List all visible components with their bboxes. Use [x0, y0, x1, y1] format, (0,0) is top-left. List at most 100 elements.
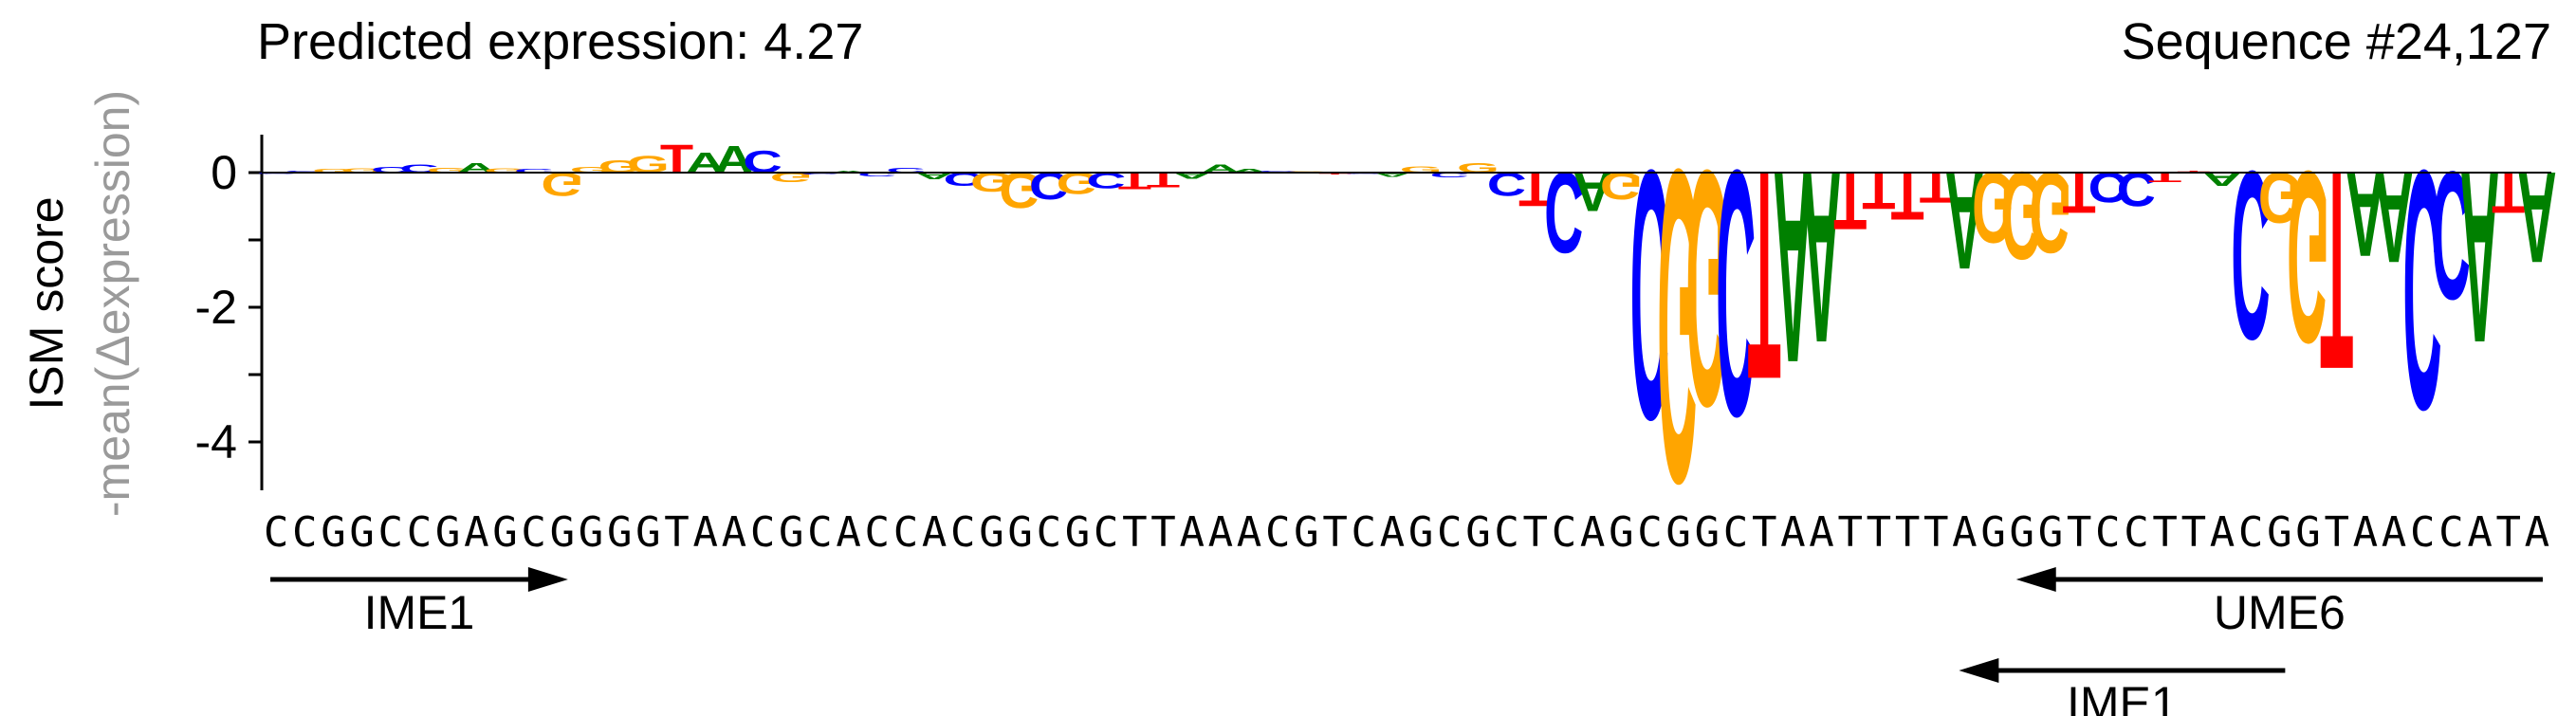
sequence-base: A: [1208, 508, 1234, 557]
sequence-base: G: [1065, 508, 1091, 557]
svg-text:T: T: [2062, 160, 2095, 226]
sequence-base: C: [865, 508, 891, 557]
logo-letter-T: T: [1748, 109, 1781, 443]
sequence-base: A: [922, 508, 948, 557]
svg-text:C: C: [371, 166, 411, 174]
svg-text:G: G: [627, 152, 670, 178]
sequence-base: C: [2410, 508, 2436, 557]
sequence-base: G: [1465, 508, 1491, 557]
logo-letter-G: G: [2258, 156, 2301, 237]
logo-letter-G: G: [427, 167, 469, 174]
sequence-base: G: [635, 508, 661, 557]
svg-text:T: T: [660, 136, 693, 181]
logo-letter-C: C: [1716, 97, 1756, 489]
svg-text:G: G: [2029, 147, 2071, 275]
sequence-base: T: [1150, 508, 1176, 557]
logo-letter-T: T: [1518, 162, 1552, 216]
sequence-base: G: [1609, 508, 1634, 557]
logo-letter-G: G: [340, 168, 383, 174]
svg-text:G: G: [1685, 101, 1728, 477]
y-tick-label: 0: [211, 146, 237, 199]
motif-arrowhead: [2015, 567, 2056, 592]
svg-text:A: A: [1573, 160, 1612, 223]
svg-text:C: C: [1716, 97, 1756, 489]
svg-text:A: A: [2374, 144, 2414, 288]
svg-text:C: C: [800, 172, 840, 174]
logo-letter-A: A: [914, 171, 954, 182]
logo-letter-G: G: [484, 168, 526, 174]
svg-text:G: G: [1400, 165, 1443, 174]
svg-text:C: C: [1487, 165, 1527, 202]
logo-letter-C: C: [1630, 97, 1670, 494]
logo-letter-C: C: [2432, 133, 2472, 337]
logo-letter-G: G: [1685, 101, 1728, 477]
sequence-base: C: [1037, 508, 1062, 557]
svg-text:T: T: [2177, 170, 2210, 173]
svg-text:A: A: [714, 138, 754, 181]
svg-text:G: G: [570, 166, 613, 174]
logo-letter-G: G: [1600, 164, 1643, 208]
logo-letter-G: G: [2029, 147, 2071, 275]
sequence-base: A: [1780, 508, 1806, 557]
svg-text:C: C: [285, 170, 324, 173]
sequence-base: G: [2267, 508, 2292, 557]
logo-letter-C: C: [1086, 168, 1126, 193]
sequence-base: C: [2124, 508, 2149, 557]
logo-letter-G: G: [2000, 145, 2043, 285]
logo-letter-T: T: [1890, 158, 1923, 234]
sequence-base: G: [2038, 508, 2064, 557]
logo-letter-G: G: [570, 166, 613, 174]
logo-letter-G: G: [627, 152, 670, 178]
svg-text:A: A: [1802, 120, 1842, 395]
logo-letter-C: C: [371, 166, 411, 174]
sequence-base: T: [664, 508, 690, 557]
svg-text:T: T: [1748, 109, 1781, 443]
svg-text:C: C: [2117, 162, 2157, 216]
logo-letter-A: A: [1774, 114, 1813, 420]
logo-letter-T: T: [2177, 170, 2210, 173]
logo-letter-C: C: [800, 172, 840, 174]
sequence-base: G: [321, 508, 346, 557]
y-tick-label: -2: [195, 281, 237, 334]
sequence-base: C: [1723, 508, 1749, 557]
logo-letter-G: G: [312, 168, 355, 174]
svg-text:G: G: [999, 161, 1041, 218]
logo-letter-C: C: [1029, 164, 1069, 208]
sequence-base: T: [1122, 508, 1148, 557]
y-axis: 0-2-4: [195, 135, 264, 490]
motif-arrowhead: [527, 567, 568, 592]
sequence-base: G: [1695, 508, 1720, 557]
sequence-base: T: [1895, 508, 1921, 557]
svg-text:G: G: [2000, 145, 2043, 285]
svg-text:A: A: [1774, 114, 1813, 420]
motif-label: UME6: [2214, 586, 2346, 639]
svg-text:A: A: [914, 171, 954, 182]
svg-text:C: C: [1544, 147, 1584, 275]
svg-text:G: G: [312, 168, 355, 174]
sequence-base: A: [2525, 508, 2550, 557]
logo-letter-A: A: [1172, 171, 1212, 180]
svg-text:G: G: [2287, 120, 2329, 395]
svg-text:G: G: [541, 165, 583, 202]
motif-annotations: IME1UME6NRG1IME1: [270, 567, 2543, 716]
svg-text:T: T: [1318, 172, 1352, 174]
svg-text:C: C: [857, 172, 897, 177]
sequence-base: A: [1237, 508, 1262, 557]
logo-letter-T: T: [2320, 112, 2353, 430]
logo-letter-C: C: [2088, 162, 2127, 211]
y-axis-label: ISM score: [20, 196, 73, 410]
svg-text:G: G: [340, 168, 383, 174]
svg-text:G: G: [1657, 77, 1700, 576]
logo-letter-A: A: [1802, 120, 1842, 395]
sequence-base: C: [2095, 508, 2121, 557]
logo-letter-T: T: [2062, 160, 2095, 226]
sequence-base: C: [893, 508, 919, 557]
logo-letter-A: A: [1573, 160, 1612, 223]
sequence-base: G: [1007, 508, 1033, 557]
logo-letter-G: G: [541, 165, 583, 202]
sequence-base: A: [1952, 508, 1978, 557]
logo-letter-C: C: [1544, 147, 1584, 275]
logo-letter-G: G: [2287, 120, 2329, 395]
logo-letter-A: A: [1945, 142, 1985, 299]
svg-text:C: C: [2231, 121, 2271, 390]
